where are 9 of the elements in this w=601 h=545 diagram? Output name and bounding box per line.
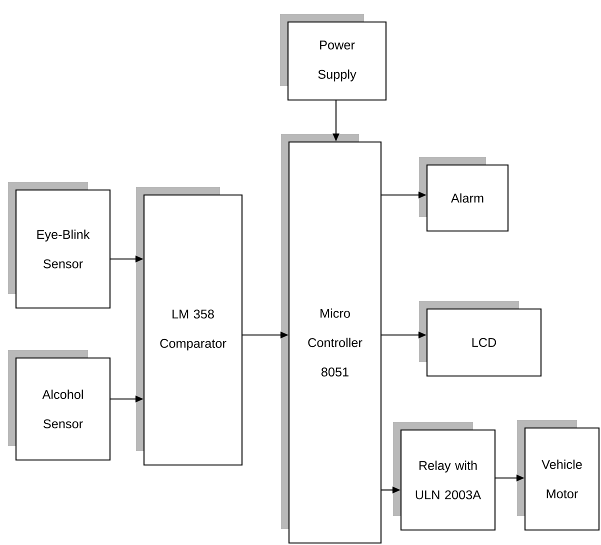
block-box: Power Supply [280, 14, 387, 101]
block-box: Relay with ULN 2003A [393, 422, 496, 531]
block-box: Vehicle Motor [517, 420, 600, 531]
block-box: Alarm [419, 157, 509, 232]
block-box: Micro Controller 8051 [281, 134, 382, 544]
block-box: Eye-Blink Sensor [8, 182, 111, 309]
block-box: LCD [419, 301, 542, 377]
block-box: Alcohol Sensor [8, 350, 111, 461]
block-box: LM 358 Comparator [136, 187, 243, 466]
